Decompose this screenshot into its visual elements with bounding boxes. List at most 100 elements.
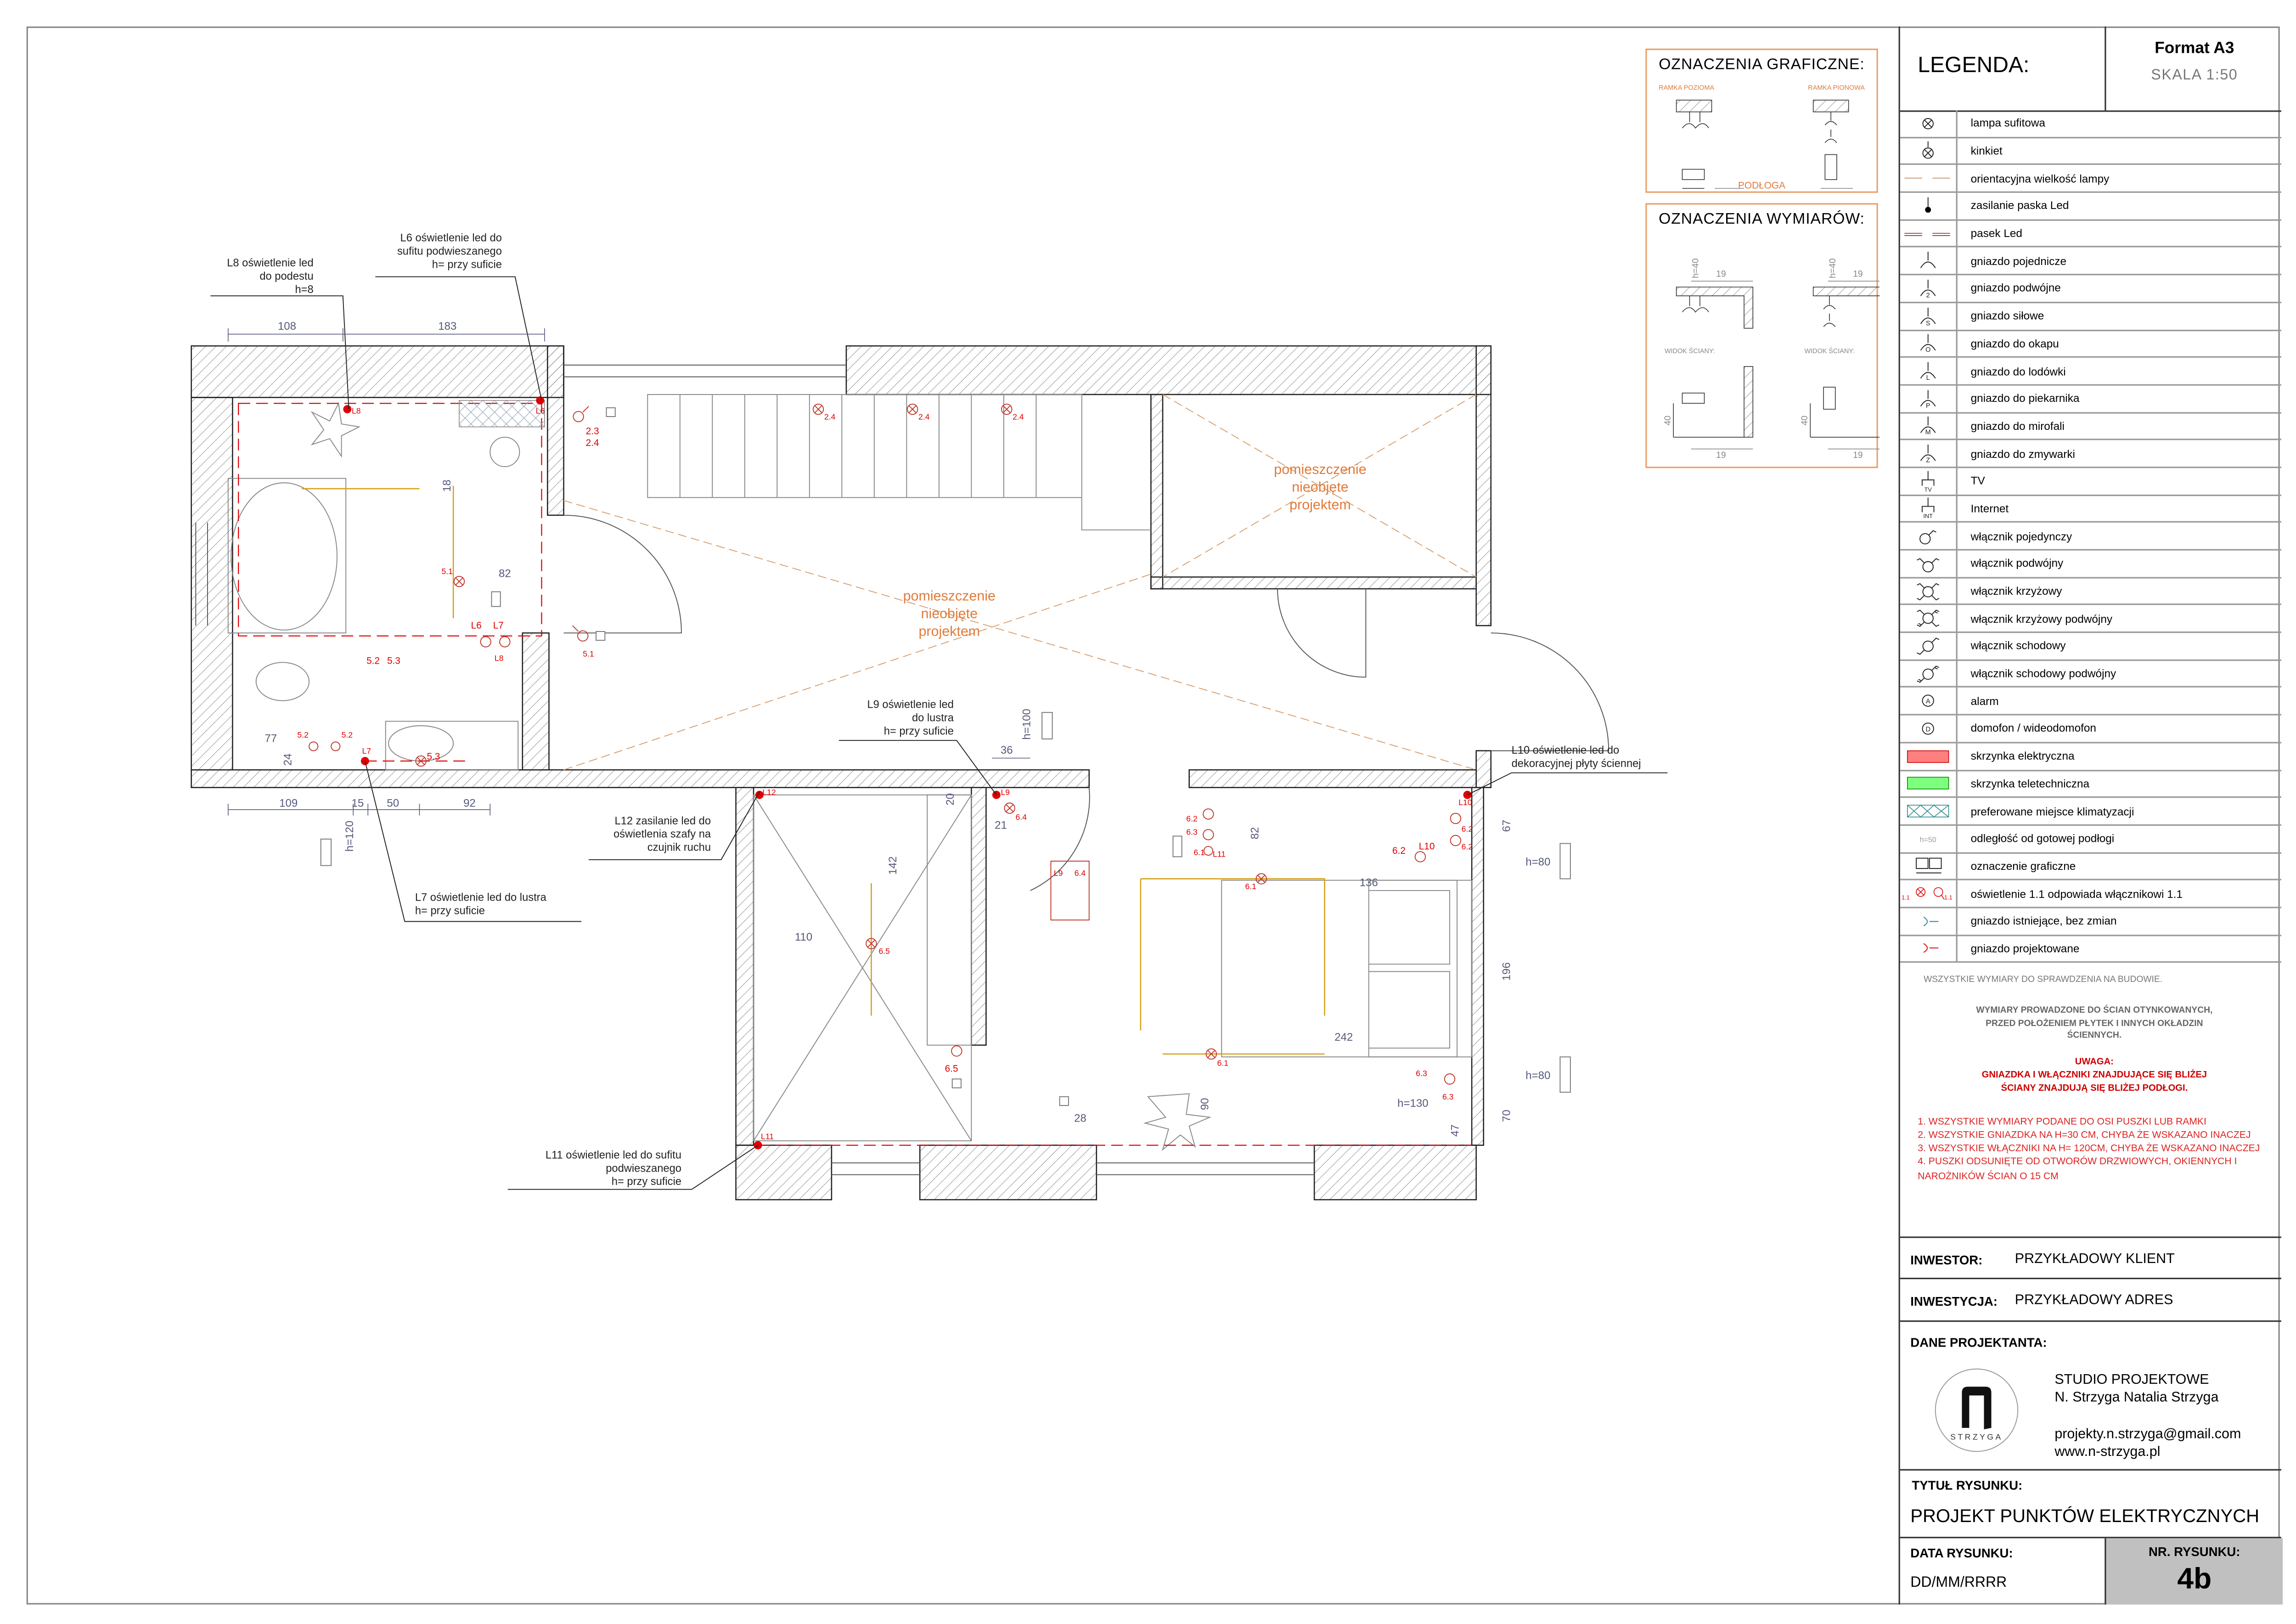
legend-icon-cell xyxy=(1900,192,1958,220)
legend-icon-cell xyxy=(1900,578,1958,604)
ceiling-lamp-icon xyxy=(309,741,341,751)
legend-icon-text: M xyxy=(1925,429,1931,437)
note-list: 1. WSZYSTKIE WYMIARY PODANE DO OSI PUSZK… xyxy=(1918,1116,2271,1183)
legend-icon-text: 1.1 xyxy=(1944,894,1953,901)
legend-icon-cell: P xyxy=(1900,385,1958,412)
legend-item-label: skrzynka elektryczna xyxy=(1970,749,2075,763)
dimension-label: 50 xyxy=(387,797,399,809)
socket-icon: O xyxy=(1920,334,1936,354)
investor-value: PRZYKŁADOWY KLIENT xyxy=(2015,1251,2175,1268)
point-label: L9 xyxy=(1001,788,1010,797)
point-label: 5.2 xyxy=(297,730,308,739)
legend-icon-cell xyxy=(1900,770,1958,797)
windows-doors xyxy=(195,364,1609,1175)
legend-item-label: pasek Led xyxy=(1970,226,2022,240)
led-strips xyxy=(238,403,1472,1146)
dimension-label: h=80 xyxy=(1525,1069,1550,1082)
switches xyxy=(480,406,1456,1085)
legend-icon-text: O xyxy=(1925,347,1930,354)
legend-item: kinkiet xyxy=(1900,137,2281,166)
legend-icon-cell: D xyxy=(1900,715,1958,742)
dimension-label: 90 xyxy=(1199,1098,1211,1110)
note-item: 3. WSZYSTKIE WŁĄCZNIKI NA H= 120CM, CHYB… xyxy=(1918,1144,2260,1155)
dimension-label: 24 xyxy=(282,753,294,766)
legend-icon-cell: h=50 xyxy=(1900,825,1958,852)
legend-item: TV TV xyxy=(1900,468,2281,496)
circle-letter-icon: D xyxy=(1922,722,1934,735)
email-link[interactable]: projekty.n.strzyga@gmail.com xyxy=(2054,1426,2241,1443)
annotation-l6: h= przy suficie xyxy=(432,259,502,271)
socket-icon: M xyxy=(1920,417,1936,437)
floor-height-mark: 40 xyxy=(1663,416,1673,425)
note-plaster: WYMIARY PROWADZONE DO ŚCIAN OTYNKOWANYCH… xyxy=(1918,1005,2271,1043)
legend-icon-cell xyxy=(1900,798,1958,824)
legend-icon-cell xyxy=(1900,550,1958,577)
graphic-mark-icon xyxy=(1916,858,1942,874)
socket-icon: Z xyxy=(1920,445,1936,464)
graphic-marks-title: OZNACZENIA GRAFICZNE: xyxy=(1659,56,1865,74)
room-labels: pomieszczenie nieobjęte projektem pomies… xyxy=(903,462,1367,639)
walls xyxy=(191,345,1492,1201)
dimension-label: 82 xyxy=(499,567,511,580)
outlet-box-icon: TV xyxy=(1921,470,1935,493)
legend-item: włącznik schodowy podwójny xyxy=(1900,660,2281,688)
dimension-label: 136 xyxy=(1360,876,1378,889)
socket-icon: S xyxy=(1920,307,1936,327)
note-line: ŚCIENNYCH. xyxy=(2067,1032,2122,1041)
graphic-marks-drawing xyxy=(1676,100,1853,189)
legend-item-label: gniazdo pojednicze xyxy=(1970,254,2067,268)
legend-icon-cell xyxy=(1900,137,1958,164)
legend-item: gniazdo istniejące, bez zmian xyxy=(1900,908,2281,936)
website-link[interactable]: www.n-strzyga.pl xyxy=(2054,1444,2161,1460)
switch-stair-icon xyxy=(1917,637,1940,655)
legend-item: orientacyjna wielkość lampy xyxy=(1900,165,2281,193)
switch-stair-double-icon xyxy=(1917,665,1940,682)
wall xyxy=(971,787,987,1046)
annotation-l9: h= przy suficie xyxy=(884,725,954,737)
wall-lamp-icon xyxy=(1922,141,1934,158)
point-label: 6.1 xyxy=(1193,848,1204,857)
ceiling-lamp-icon xyxy=(453,575,465,587)
legend-icon-cell xyxy=(1900,660,1958,687)
point-label: 2.4 xyxy=(918,412,930,421)
legend-icon-cell: INT xyxy=(1900,495,1958,522)
lamp-lines xyxy=(302,485,1325,1055)
annotation-l8: L8 oświetlenie led xyxy=(227,257,313,269)
wall xyxy=(735,787,754,1146)
legend-item-label: włącznik schodowy xyxy=(1970,639,2066,653)
ceiling-lamp-icon xyxy=(1205,1048,1217,1060)
dimension-label: 109 xyxy=(279,797,298,809)
point-label: 6.3 xyxy=(1186,827,1198,836)
investor-label: INWESTOR: xyxy=(1910,1252,1983,1268)
annotation-l12: czujnik ruchu xyxy=(647,842,711,854)
point-label: 6.2 xyxy=(1462,842,1473,851)
legend-item: skrzynka teletechniczna xyxy=(1900,770,2281,798)
point-label: 6.4 xyxy=(1075,868,1086,878)
legend-item: gniazdo pojednicze xyxy=(1900,248,2281,276)
led-supply-dot xyxy=(755,790,764,799)
annotation-l10: dekoracyjnej płyty ściennej xyxy=(1512,758,1641,770)
dimension-marks-drawing: h=40 h=40 19 19 19 19 WIDOK ŚCIANY: WIDO… xyxy=(1663,258,1880,460)
studio-logo: STRZYGA xyxy=(1935,1368,2019,1452)
legend-icon-cell xyxy=(1900,110,1958,137)
legend-icon-cell: O xyxy=(1900,330,1958,357)
legend-icon-cell: L xyxy=(1900,357,1958,384)
legend-item: włącznik schodowy xyxy=(1900,632,2281,661)
legend-icon-text: D xyxy=(1925,726,1930,733)
point-label: L9 xyxy=(1054,868,1063,878)
point-label: L8 xyxy=(495,654,504,663)
designer-label: DANE PROJEKTANTA: xyxy=(1910,1335,2047,1350)
dimension-label: 242 xyxy=(1334,1031,1353,1043)
room-label: pomieszczenie xyxy=(1274,462,1366,477)
led-strip-icon xyxy=(1904,232,1950,236)
switch-single-icon xyxy=(1919,530,1936,545)
legend-item-label: TV xyxy=(1970,474,1985,488)
wall xyxy=(1475,345,1492,626)
legend-icon-cell xyxy=(1900,220,1958,247)
